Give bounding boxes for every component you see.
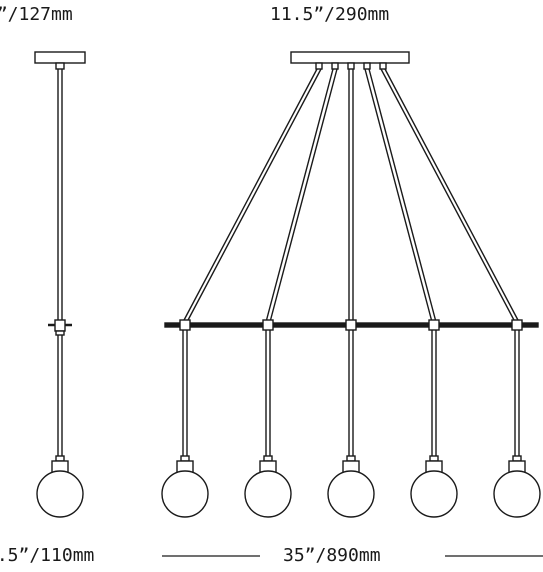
front-canopy-connector-3 — [347, 62, 355, 70]
front-view — [161, 51, 543, 557]
front-globe-4 — [410, 470, 458, 518]
front-globe-3 — [327, 470, 375, 518]
side-globe-width-label: 4.5”/110mm — [0, 545, 95, 566]
front-globe-2 — [244, 470, 292, 518]
front-suspension-rod-2 — [265, 68, 338, 323]
side-socket-cap — [55, 455, 65, 462]
front-pendant-1 — [161, 319, 209, 518]
front-overall-width-label: 35”/890mm — [283, 545, 381, 566]
front-globe-1 — [161, 470, 209, 518]
front-suspension-rod-1 — [182, 68, 322, 323]
side-canopy-width-label: 5”/127mm — [0, 4, 73, 25]
side-canopy-connector — [55, 62, 65, 70]
side-view — [34, 51, 86, 518]
front-pendant-4 — [410, 319, 458, 518]
front-pendant-5 — [493, 319, 541, 518]
front-pendant-2 — [244, 319, 292, 518]
front-canopy-width-label: 11.5”/290mm — [270, 4, 390, 25]
front-suspension-rod-3 — [348, 69, 354, 322]
front-globe-5 — [493, 470, 541, 518]
side-canopy — [34, 51, 86, 64]
front-canopy-connector-1 — [315, 62, 323, 70]
front-suspension-rod-5 — [380, 68, 520, 323]
front-pendant-3 — [327, 319, 375, 518]
front-suspension-rod-4 — [364, 68, 437, 323]
front-canopy — [290, 51, 410, 64]
front-canopy-connector-4 — [363, 62, 371, 70]
side-joint-lower — [55, 330, 65, 336]
side-globe — [36, 470, 84, 518]
side-joint — [54, 319, 66, 332]
front-canopy-connector-5 — [379, 62, 387, 70]
front-canopy-connector-2 — [331, 62, 339, 70]
